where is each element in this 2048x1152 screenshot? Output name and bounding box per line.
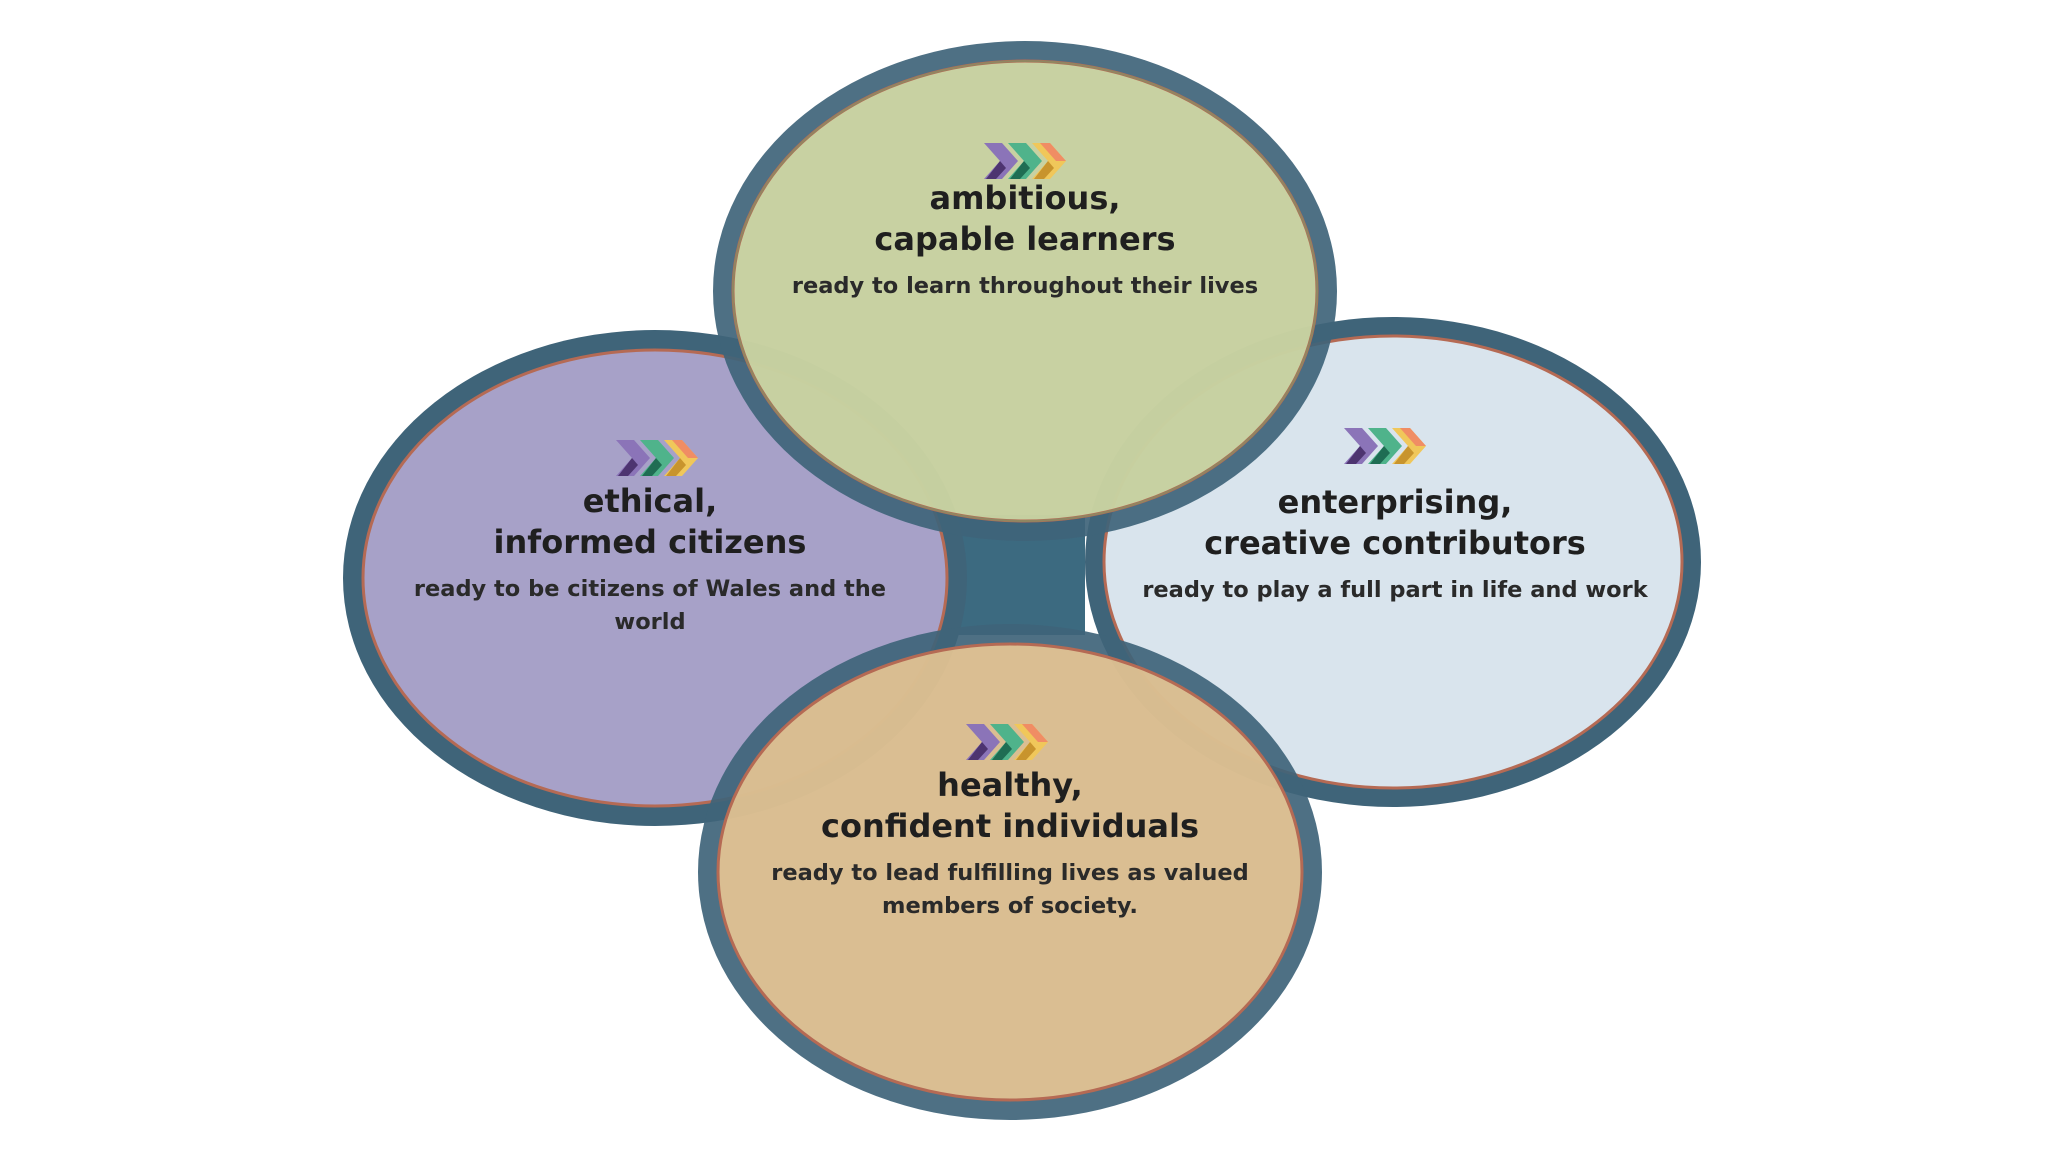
purpose-description: ready to be citizens of Wales and the wo… [413,576,887,635]
purpose-title: enterprising, [1277,483,1513,521]
purpose-title: informed citizens [493,523,807,561]
purpose-title: ambitious, [929,179,1121,217]
purpose-description: ready to learn throughout their lives [791,273,1259,299]
purpose-title: creative contributors [1204,524,1586,562]
purpose-title: capable learners [874,220,1176,258]
purpose-right: enterprising, creative contributors read… [1130,482,1660,607]
purpose-top: ambitious, capable learners ready to lea… [760,178,1290,303]
purpose-description: ready to lead fulfilling lives as valued… [771,860,1249,919]
purpose-bottom: healthy, confident individuals ready to … [730,765,1290,923]
purpose-title: confident individuals [820,807,1200,845]
purpose-left: ethical, informed citizens ready to be c… [380,481,920,639]
purpose-description: ready to play a full part in life and wo… [1142,577,1648,603]
purpose-title: healthy, [937,766,1083,804]
purpose-title: ethical, [582,482,718,520]
